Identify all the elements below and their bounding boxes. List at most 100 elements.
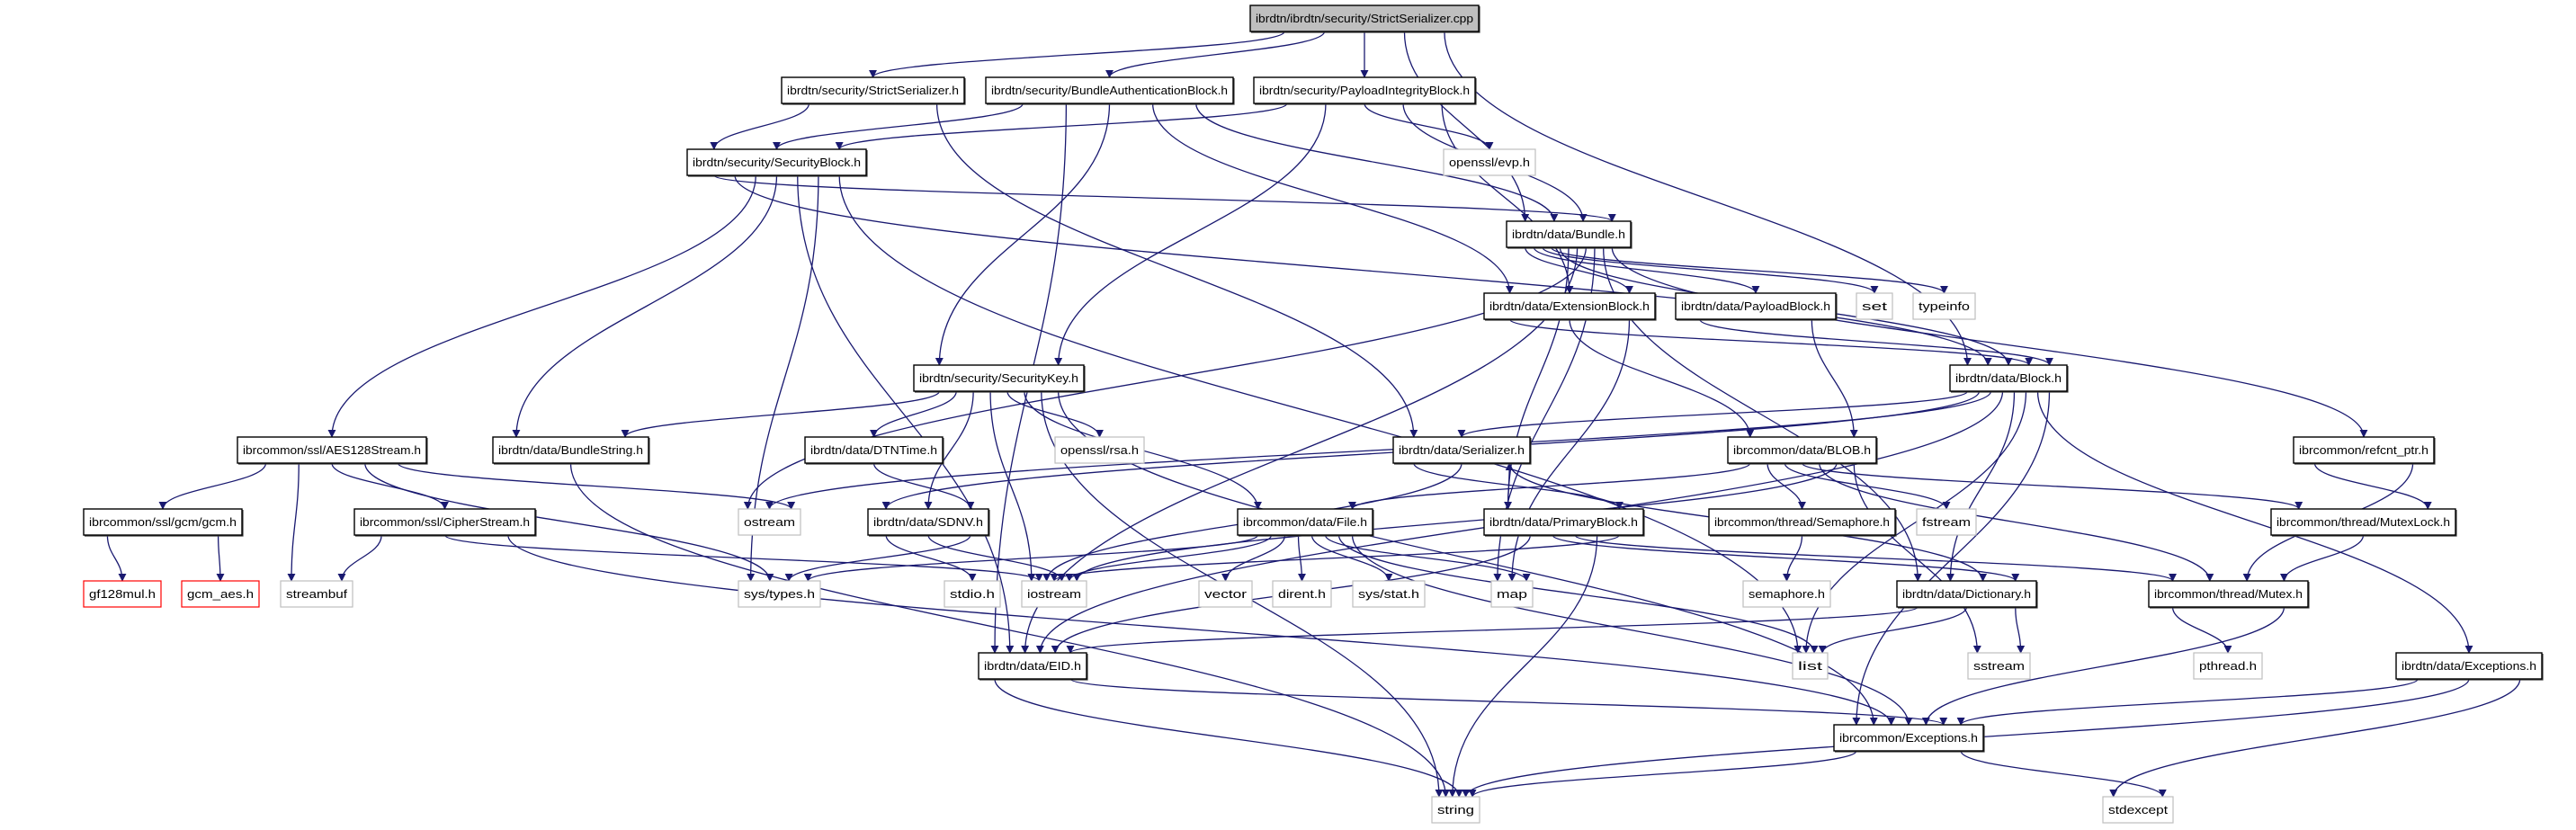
node-label: ibrcommon/data/File.h [1243,515,1367,529]
edge-ibrdtn-ibrdtn-security-strictserializer-cpp-to-ibrdtn-security-strictserializer-h [869,31,1285,78]
node-ibrcommon-ssl-aes128stream-h[interactable]: ibrcommon/ssl/AES128Stream.h [237,436,428,465]
edge-ibrdtn-data-sdnv-h-to-sys-types-h [784,534,971,582]
node-label: sys/stat.h [1358,587,1419,601]
edge-ibrcommon-ssl-cipherstream-h-to-iostream [443,534,1043,582]
node-label: openssl/rsa.h [1060,443,1139,457]
node-ibrdtn-data-bundlestring-h[interactable]: ibrdtn/data/BundleString.h [492,436,650,465]
node-box [1431,796,1480,824]
node-box [2395,652,2543,680]
node-label: pthread.h [2199,659,2257,673]
node-box [181,580,260,608]
node-box [237,436,427,464]
node-box [738,580,821,608]
node-label: sstream [1973,659,2025,673]
node-stdexcept: stdexcept [2102,796,2174,824]
edge-ibrdtn-data-sdnv-h-to-stdio-h [885,534,977,582]
node-shadow [85,510,244,537]
edge-ibrcommon-ssl-aes128stream-h-to-ostream [397,462,796,510]
edge-ibrcommon-thread-mutex-h-to-ibrcommon-exceptions-h [1921,606,2285,726]
node-ibrdtn-data-exceptions-h[interactable]: ibrdtn/data/Exceptions.h [2395,652,2544,681]
node-ibrdtn-data-serializer-h[interactable]: ibrdtn/data/Serializer.h [1392,436,1532,465]
node-ibrcommon-refcnt-ptr-h[interactable]: ibrcommon/refcnt_ptr.h [2293,436,2436,465]
edges-layer [106,31,2521,798]
node-box [1727,436,1877,464]
node-ibrdtn-security-payloadintegrityblock-h[interactable]: ibrdtn/security/PayloadIntegrityBlock.h [1253,76,1477,105]
node-ibrdtn-data-primaryblock-h[interactable]: ibrdtn/data/PrimaryBlock.h [1483,508,1645,537]
edge-ibrcommon-data-blob-h-to-fstream [1784,462,1951,510]
node-box [492,436,649,464]
node-shadow [1485,294,1657,321]
node-ibrdtn-security-bundleauthenticationblock-h[interactable]: ibrdtn/security/BundleAuthenticationBloc… [985,76,1235,105]
node-label: ibrcommon/thread/Mutex.h [2154,587,2303,601]
node-shadow [2397,654,2544,681]
node-ibrdtn-security-securityblock-h[interactable]: ibrdtn/security/SecurityBlock.h [686,148,868,177]
node-ibrdtn-data-eid-h[interactable]: ibrdtn/data/EID.h [978,652,1088,681]
edge-ibrdtn-data-primaryblock-h-to-iostream [1050,534,1621,582]
node-label: ibrcommon/ssl/CipherStream.h [360,515,530,529]
edge-ibrdtn-data-bundle-h-to-typeinfo [1551,246,1948,294]
node-box [1506,220,1632,248]
node-label: ibrdtn/data/Serializer.h [1399,443,1525,457]
node-box [1833,724,1984,752]
edge-ibrdtn-security-securitykey-h-to-ibrdtn-data-dtntime-h [869,390,957,438]
node-label: openssl/evp.h [1449,156,1530,169]
node-label: ibrdtn/data/DTNTime.h [810,443,937,457]
node-set: set [1856,292,1893,320]
node-ibrcommon-thread-mutex-h[interactable]: ibrcommon/thread/Mutex.h [2148,580,2310,609]
node-box [1483,508,1644,536]
edge-ibrdtn-security-strictserializer-h-to-ibrdtn-security-securityblock-h [710,103,810,150]
node-typeinfo: typeinfo [1912,292,1976,320]
node-label: ibrdtn/security/BundleAuthenticationBloc… [991,84,1228,97]
node-ibrcommon-thread-semaphore-h[interactable]: ibrcommon/thread/Semaphore.h [1708,508,1897,537]
node-label: dirent.h [1278,587,1326,601]
edge-ibrcommon-exceptions-h-to-stdexcept [1960,750,2167,798]
edge-ibrdtn-data-block-h-to-ostream [765,390,1992,510]
node-ibrcommon-data-file-h[interactable]: ibrcommon/data/File.h [1237,508,1374,537]
node-box [1483,292,1656,320]
edge-ibrdtn-security-bundleauthenticationblock-h-to-ibrdtn-security-securitykey-h [935,103,1111,366]
node-ibrcommon-ssl-cipherstream-h[interactable]: ibrcommon/ssl/CipherStream.h [353,508,537,537]
node-box [1792,652,1829,680]
node-ibrdtn-security-strictserializer-h[interactable]: ibrdtn/security/StrictSerializer.h [781,76,966,105]
node-label: ibrdtn/data/EID.h [984,659,1081,673]
edge-ibrdtn-data-eid-h-to-ibrcommon-exceptions-h [1069,678,1947,726]
edge-ibrcommon-ssl-aes128stream-h-to-ibrcommon-ssl-cipherstream-h [331,462,450,510]
edge-ibrcommon-data-file-h-to-list [1337,534,1819,654]
node-ibrdtn-data-bundle-h[interactable]: ibrdtn/data/Bundle.h [1506,220,1632,249]
node-ibrdtn-ibrdtn-security-strictserializer-cpp[interactable]: ibrdtn/ibrdtn/security/StrictSerializer.… [1249,4,1480,33]
edge-ibrcommon-ssl-gcm-gcm-h-to-gf128mul-h [106,534,127,582]
node-label: ibrcommon/ssl/AES128Stream.h [243,443,421,457]
node-ibrdtn-data-extensionblock-h[interactable]: ibrdtn/data/ExtensionBlock.h [1483,292,1657,321]
edge-ibrdtn-data-payloadblock-h-to-ibrcommon-data-blob-h [1811,318,1858,438]
node-ibrcommon-data-blob-h[interactable]: ibrcommon/data/BLOB.h [1727,436,1878,465]
node-label: ibrcommon/thread/Semaphore.h [1714,515,1890,529]
edge-ibrdtn-security-securityblock-h-to-ibrdtn-data-eid-h [797,174,1015,654]
node-ibrdtn-data-dictionary-h[interactable]: ibrdtn/data/Dictionary.h [1896,580,2038,609]
edge-ibrdtn-security-bundleauthenticationblock-h-to-ibrdtn-security-securityblock-h [773,103,1024,150]
edge-ibrdtn-data-bundlestring-h-to-string [569,462,1450,798]
node-shadow [979,654,1088,681]
node-ibrdtn-security-securitykey-h[interactable]: ibrdtn/security/SecurityKey.h [913,364,1086,393]
node-box [1856,292,1893,320]
node-box [1249,4,1480,32]
node-ibrcommon-ssl-gcm-gcm-h[interactable]: ibrcommon/ssl/gcm/gcm.h [83,508,244,537]
node-ibrdtn-data-dtntime-h[interactable]: ibrdtn/data/DTNTime.h [804,436,944,465]
edge-ibrcommon-ssl-aes128stream-h-to-sys-types-h [364,462,774,582]
edge-ibrcommon-ssl-cipherstream-h-to-streambuf [337,534,382,582]
node-ibrdtn-data-payloadblock-h[interactable]: ibrdtn/data/PayloadBlock.h [1675,292,1838,321]
node-ibrdtn-data-block-h[interactable]: ibrdtn/data/Block.h [1949,364,2069,393]
node-box [913,364,1085,392]
edge-ibrdtn-security-securityblock-h-to-ibrdtn-data-block-h [734,174,1992,366]
node-dirent-h: dirent.h [1272,580,1332,608]
node-box [1392,436,1531,464]
node-ibrcommon-thread-mutexlock-h[interactable]: ibrcommon/thread/MutexLock.h [2270,508,2457,537]
node-label: ostream [744,515,795,529]
node-label: map [1497,587,1527,601]
node-ibrcommon-exceptions-h[interactable]: ibrcommon/Exceptions.h [1833,724,1985,753]
node-shadow [688,150,868,177]
node-ibrdtn-data-sdnv-h[interactable]: ibrdtn/data/SDNV.h [867,508,990,537]
edge-ibrdtn-security-securityblock-h-to-ibrdtn-data-bundle-h [713,174,1616,222]
node-label: ibrcommon/Exceptions.h [1839,731,1978,745]
node-sstream: sstream [1967,652,2031,680]
